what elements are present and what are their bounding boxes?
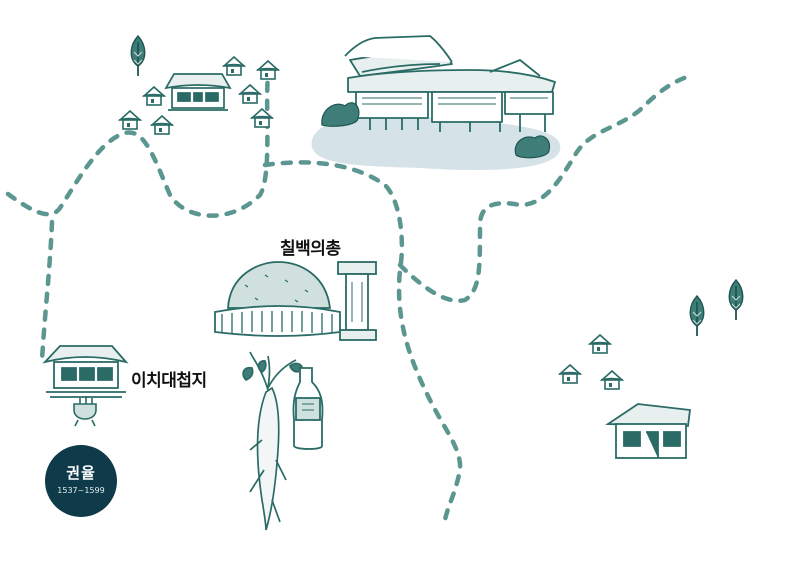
place-label-chilbaek: 칠백의총: [280, 239, 341, 259]
person-years: 1537~1599: [57, 486, 105, 495]
stone-monument-icon: [337, 261, 377, 341]
village-icon: [558, 279, 744, 459]
village-icon: [118, 35, 280, 135]
palace-ground: [311, 116, 561, 171]
hanok-pavilion-icon: [344, 35, 556, 132]
hanok-house-icon: [42, 345, 129, 398]
bush-icon: [321, 102, 551, 159]
tomb-mound-icon: [214, 261, 341, 337]
incense-burner-icon: [73, 396, 97, 427]
person-badge: 권율 1537~1599: [45, 445, 117, 517]
place-label-ichi: 이치대첩지: [131, 371, 207, 391]
trails: [5, 72, 696, 523]
person-name: 권율: [66, 464, 96, 482]
ginseng-icon: [242, 351, 304, 531]
liquor-bottle-icon: [292, 367, 324, 450]
